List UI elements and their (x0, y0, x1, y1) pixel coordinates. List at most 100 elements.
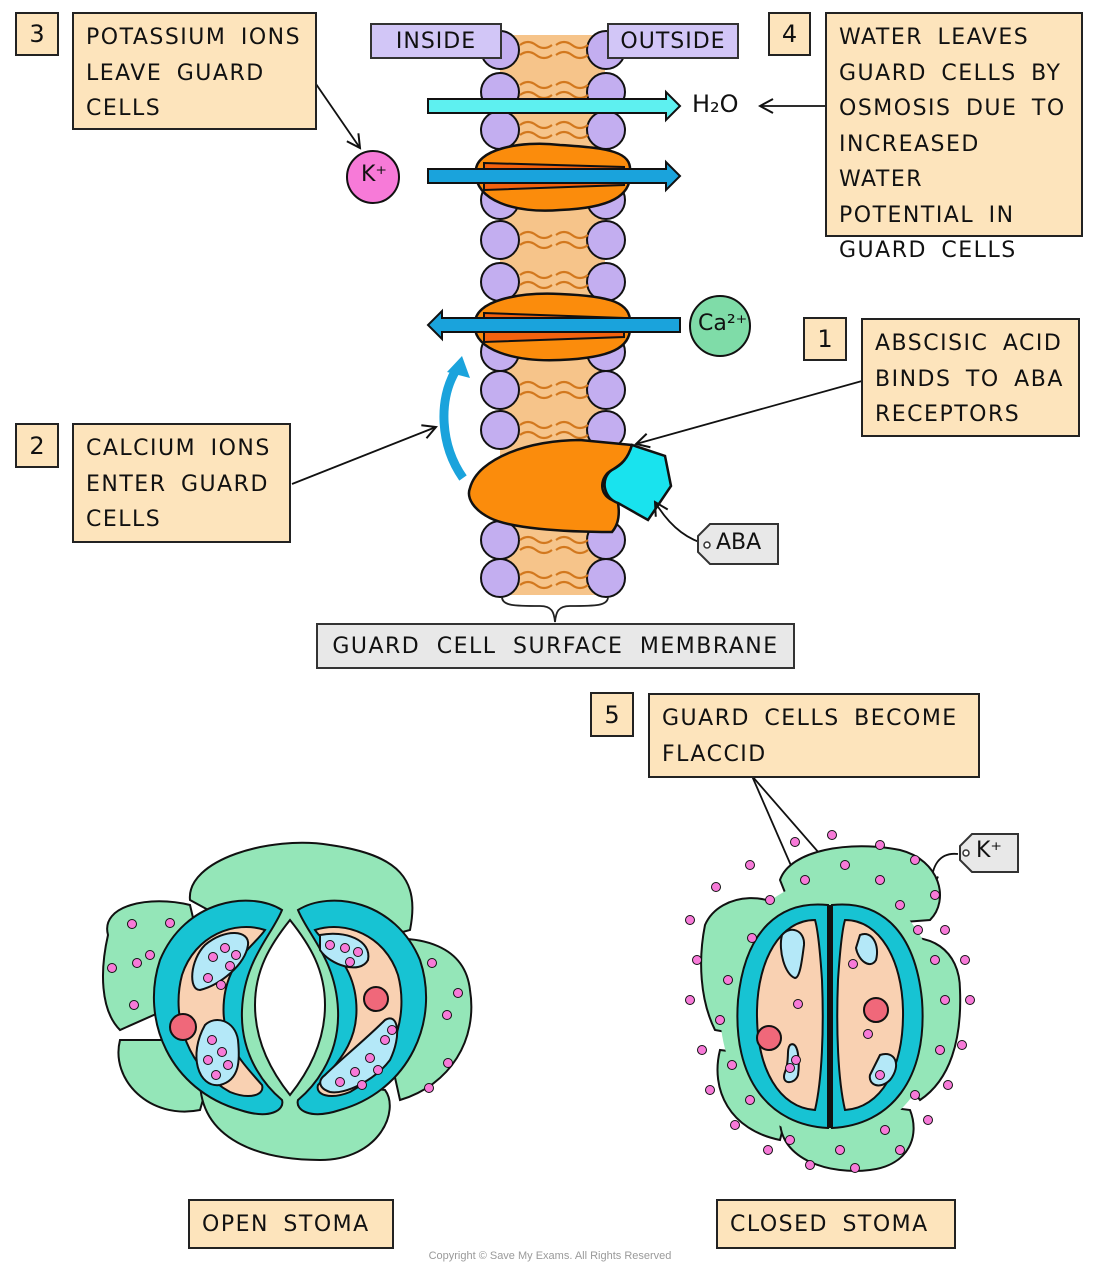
aba-tag (697, 523, 779, 565)
k-tag (959, 833, 1019, 873)
lipid-tail (555, 80, 589, 90)
potassium-ion-dot (380, 1035, 390, 1045)
potassium-ion-dot (145, 950, 155, 960)
potassium-ion-dot (765, 895, 775, 905)
potassium-ion-dot (923, 1115, 933, 1125)
potassium-ion-dot (427, 958, 437, 968)
lipid-tail (519, 390, 553, 400)
potassium-ion-dot (685, 915, 695, 925)
potassium-ion-dot (424, 1083, 434, 1093)
step-3-number-text: 3 (29, 20, 45, 48)
potassium-ion-dot (793, 999, 803, 1009)
open-stoma-label: OPEN STOMA (188, 1199, 394, 1249)
potassium-ion-dot (785, 1135, 795, 1145)
potassium-ion-dot (965, 995, 975, 1005)
potassium-ion-dot (910, 855, 920, 865)
potassium-ion-dot (763, 1145, 773, 1155)
lipid-tail (555, 280, 589, 290)
potassium-ion-dot (223, 1060, 233, 1070)
potassium-ion-dot (935, 1045, 945, 1055)
potassium-ion-dot (730, 1120, 740, 1130)
lipid-tail (555, 130, 589, 140)
membrane-brace (501, 596, 609, 623)
lipid-tail (519, 80, 553, 90)
potassium-ion-dot (211, 1070, 221, 1080)
step-3-number: 3 (15, 12, 59, 56)
potassium-ion-dot (443, 1058, 453, 1068)
potassium-ion-dot (692, 955, 702, 965)
step-1-number: 1 (803, 317, 847, 361)
potassium-ion-dot (747, 933, 757, 943)
phospholipid-head (586, 370, 626, 410)
step-2-number: 2 (15, 423, 59, 468)
lipid-tail (555, 380, 589, 390)
potassium-ion-dot (350, 1067, 360, 1077)
phospholipid-head (480, 558, 520, 598)
potassium-ion-dot (835, 1145, 845, 1155)
potassium-ion-dot (220, 943, 230, 953)
potassium-ion-label: K⁺ (361, 162, 388, 187)
potassium-ion-dot (132, 958, 142, 968)
lipid-tail (519, 90, 553, 100)
phospholipid-head (480, 370, 520, 410)
potassium-ion-dot (930, 955, 940, 965)
potassium-ion-dot (791, 1055, 801, 1065)
lipid-tail (555, 50, 589, 60)
lipid-tail (519, 420, 553, 430)
step-3-label: POTASSIUM IONS LEAVE GUARD CELLS (72, 12, 317, 130)
potassium-ion-dot (940, 995, 950, 1005)
lipid-tail (555, 580, 589, 590)
copyright-notice: Copyright © Save My Exams. All Rights Re… (428, 1250, 672, 1262)
potassium-ion-dot (685, 995, 695, 1005)
potassium-ion-dot (910, 1090, 920, 1100)
potassium-ion-dot (727, 1060, 737, 1070)
lipid-tail (519, 240, 553, 250)
step-4-label: WATER LEAVES GUARD CELLS BY OSMOSIS DUE … (825, 12, 1083, 263)
potassium-ion-dot (943, 1080, 953, 1090)
lipid-tail (555, 535, 589, 545)
lipid-tail (519, 570, 553, 580)
lipid-tail (519, 580, 553, 590)
step-5-number: 5 (590, 692, 634, 737)
lipid-tail (555, 120, 589, 130)
potassium-ion-dot (353, 947, 363, 957)
calcium-arrow (426, 308, 681, 342)
lipid-tail (555, 270, 589, 280)
phospholipid-head (586, 110, 626, 150)
potassium-ion-dot (216, 980, 226, 990)
lipid-tail (519, 545, 553, 555)
step-2-number-text: 2 (29, 431, 45, 460)
potassium-ion-dot (127, 919, 137, 929)
lipid-tail (519, 280, 553, 290)
potassium-ion-dot (930, 890, 940, 900)
aba-tag-label: ABA (716, 530, 762, 555)
lipid-tail (555, 390, 589, 400)
closed-stoma-label: CLOSED STOMA (716, 1199, 956, 1249)
closed-stoma (685, 830, 975, 1173)
potassium-ion-dot (231, 950, 241, 960)
phospholipid-head (586, 262, 626, 302)
phospholipid-head (480, 520, 520, 560)
step-4-number: 4 (768, 12, 811, 56)
potassium-ion-dot (875, 1070, 885, 1080)
potassium-arrow (427, 159, 682, 193)
lipid-tail (519, 230, 553, 240)
potassium-ion-dot (745, 1095, 755, 1105)
phospholipid-head (480, 110, 520, 150)
potassium-ion-dot (365, 1053, 375, 1063)
step-2-label: CALCIUM IONS ENTER GUARD CELLS (72, 423, 291, 543)
phospholipid-head (586, 558, 626, 598)
potassium-ion-dot (335, 1077, 345, 1087)
potassium-ion-dot (373, 1065, 383, 1075)
potassium-ion-dot (345, 957, 355, 967)
potassium-ion-dot (207, 1035, 217, 1045)
potassium-ion-dot (827, 830, 837, 840)
lipid-tail (519, 130, 553, 140)
lipid-tail (519, 120, 553, 130)
potassium-ion-dot (863, 1029, 873, 1039)
potassium-ion-dot (723, 975, 733, 985)
potassium-ion-dot (208, 952, 218, 962)
potassium-ion-dot (715, 1015, 725, 1025)
potassium-ion-dot (129, 1000, 139, 1010)
potassium-ion-dot (840, 860, 850, 870)
